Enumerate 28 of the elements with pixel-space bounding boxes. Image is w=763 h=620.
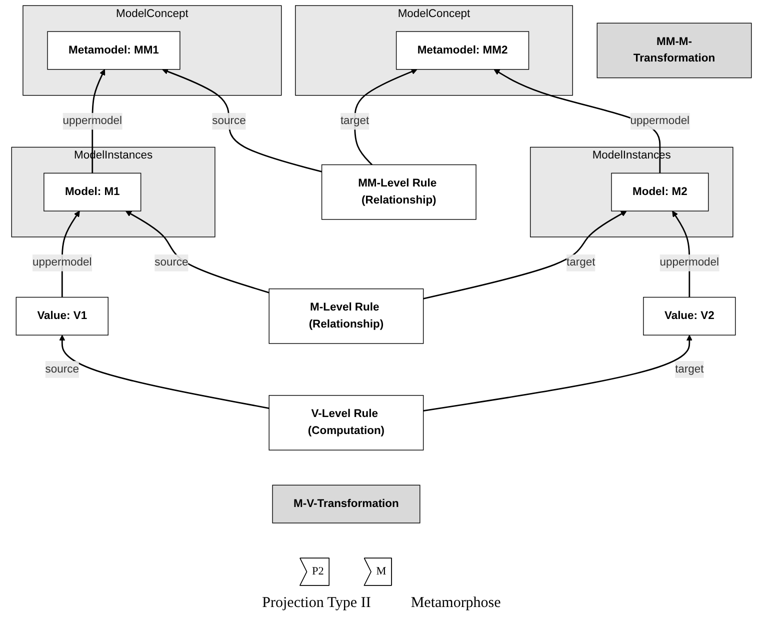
arrow: [125, 210, 270, 294]
edge-label: source: [45, 363, 79, 376]
edge-label: uppermodel: [660, 256, 720, 269]
edge-label: target: [675, 363, 704, 376]
node-box: MM-M-Transformation: [596, 22, 752, 78]
edge-label: uppermodel: [32, 256, 92, 269]
node-box: Model: M1: [44, 172, 142, 212]
edge-label: target: [340, 114, 370, 127]
arrow: [59, 334, 270, 409]
node-box: Metamodel: MM2: [396, 31, 530, 70]
node-box: M-Level Rule (Relationship): [268, 288, 424, 344]
caption-text: Projection Type II: [262, 595, 371, 612]
arrow: [162, 68, 322, 172]
node-box: MM-Level Rule (Relationship): [321, 164, 476, 220]
node-box: V-Level Rule (Computation): [268, 395, 424, 450]
node-box: Model: M2: [611, 172, 709, 212]
node-box: Value: V1: [16, 296, 108, 336]
node-box: M-V-Transformation: [272, 484, 420, 524]
edge-label: target: [566, 256, 596, 269]
edge-label: uppermodel: [630, 114, 690, 127]
arrow: [423, 334, 692, 412]
node-box: Value: V2: [643, 296, 736, 336]
caption-text: Metamorphose: [410, 595, 501, 612]
edge-label: source: [154, 256, 188, 269]
node-box: Metamodel: MM1: [47, 31, 180, 70]
arrow: [423, 210, 627, 300]
edge-label: source: [212, 114, 246, 127]
edge-label: uppermodel: [62, 114, 122, 127]
